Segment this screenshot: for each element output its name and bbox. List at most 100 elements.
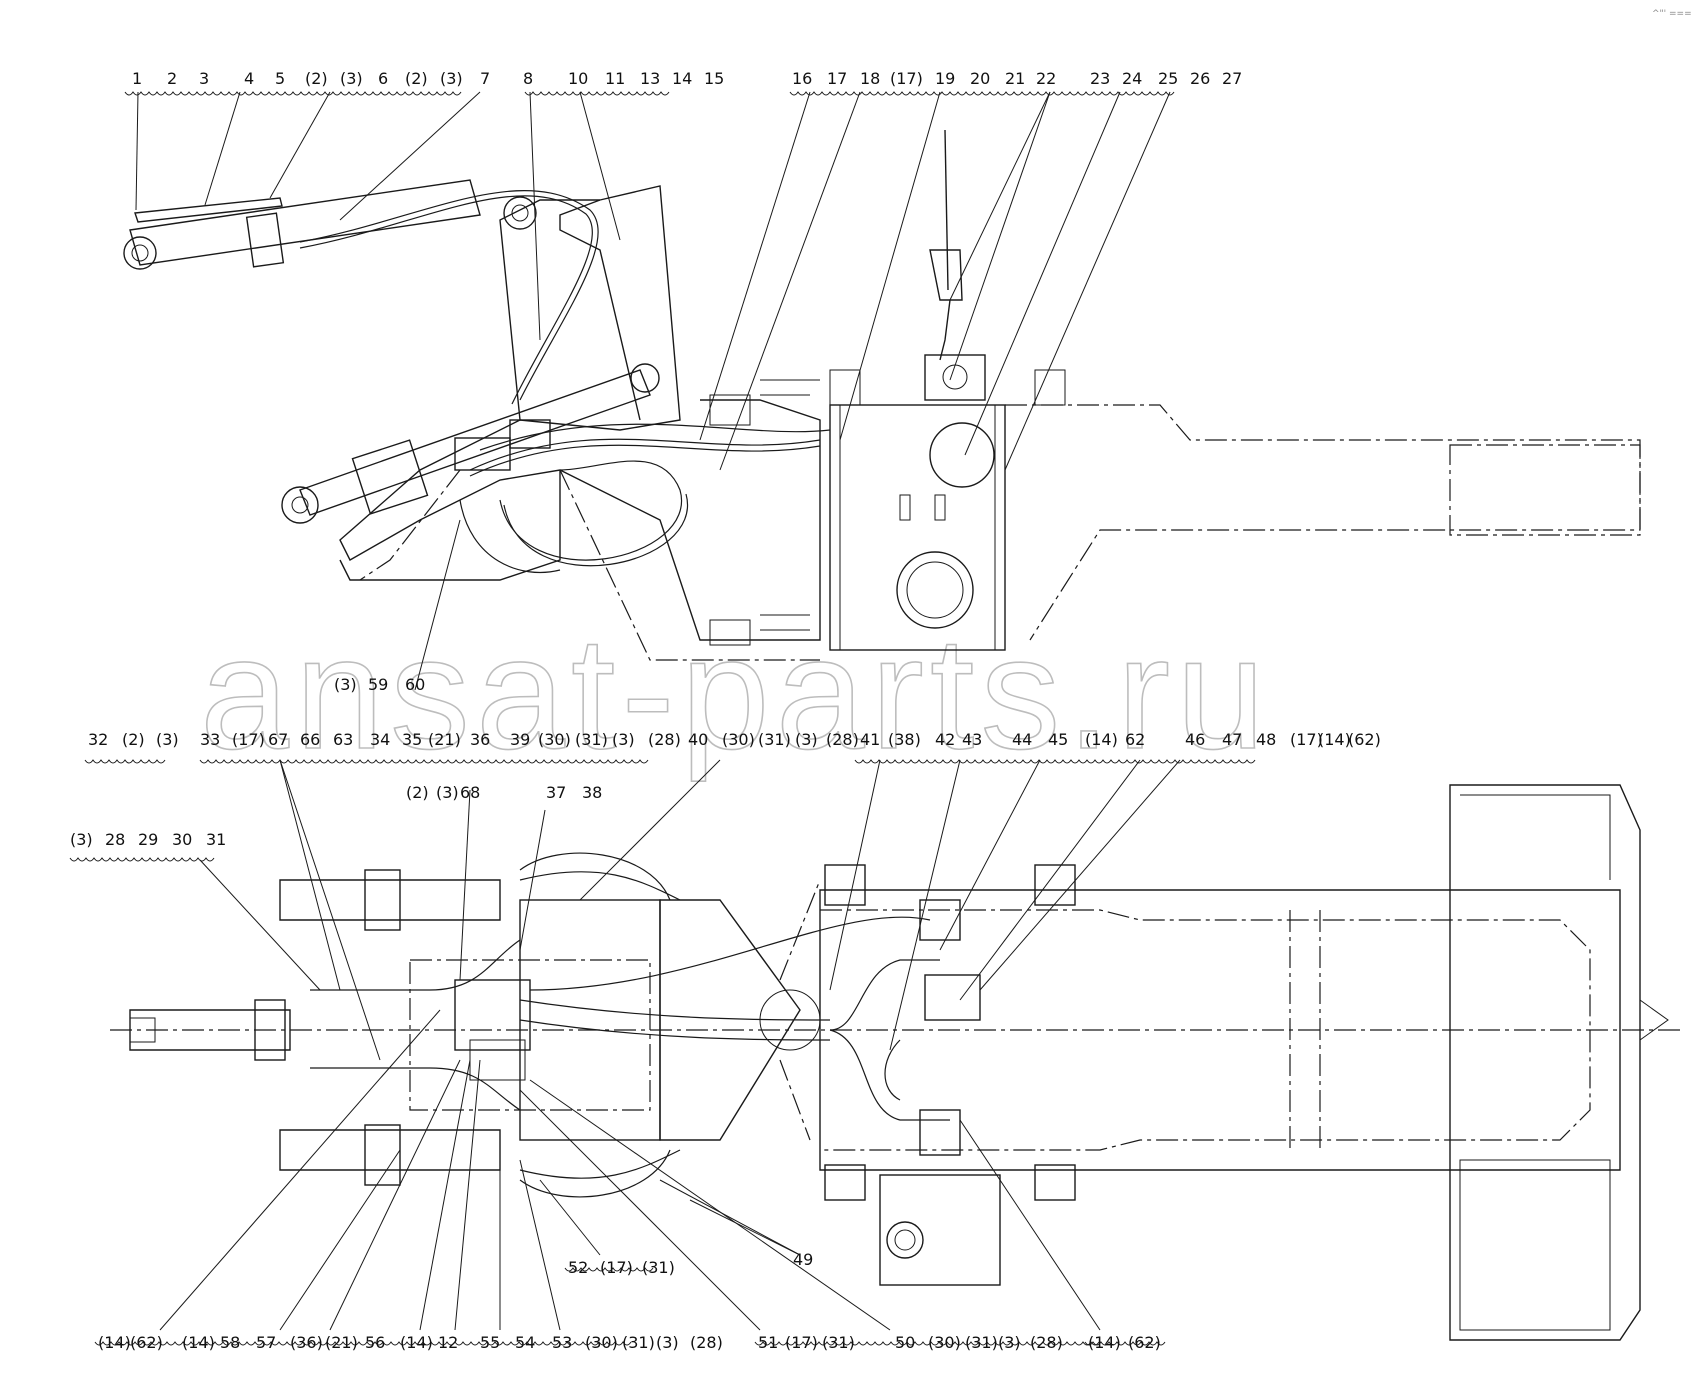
part-label: 56 bbox=[365, 1333, 385, 1352]
part-label: 12 bbox=[438, 1333, 458, 1352]
part-label: (28) bbox=[690, 1333, 723, 1352]
part-label: (31) bbox=[622, 1333, 655, 1352]
part-label: (3) bbox=[334, 675, 357, 694]
part-label: 33 bbox=[200, 730, 220, 749]
part-label: (3) bbox=[440, 69, 463, 88]
part-label: (17) bbox=[785, 1333, 818, 1352]
part-label: (31) bbox=[822, 1333, 855, 1352]
part-label: (62) bbox=[1348, 730, 1381, 749]
part-label: 67 bbox=[268, 730, 288, 749]
part-label: (3) bbox=[612, 730, 635, 749]
part-label: 66 bbox=[300, 730, 320, 749]
part-label: (2) bbox=[305, 69, 328, 88]
part-label: 24 bbox=[1122, 69, 1142, 88]
part-label: 39 bbox=[510, 730, 530, 749]
watermark-text: ansat-parts.ru bbox=[200, 603, 1271, 782]
part-label: 6 bbox=[378, 69, 388, 88]
part-label: (62) bbox=[130, 1333, 163, 1352]
part-label: 52 bbox=[568, 1258, 588, 1277]
part-label: 14 bbox=[672, 69, 692, 88]
part-label: 35 bbox=[402, 730, 422, 749]
part-label: 45 bbox=[1048, 730, 1068, 749]
part-label: 25 bbox=[1158, 69, 1178, 88]
part-label: 42 bbox=[935, 730, 955, 749]
part-label: 31 bbox=[206, 830, 226, 849]
part-label: 68 bbox=[460, 783, 480, 802]
part-label: (28) bbox=[1030, 1333, 1063, 1352]
part-label: (38) bbox=[888, 730, 921, 749]
part-label: 13 bbox=[640, 69, 660, 88]
part-label: (2) bbox=[406, 783, 429, 802]
side-view-drawing bbox=[123, 129, 1641, 661]
part-label: 51 bbox=[758, 1333, 778, 1352]
part-label: 18 bbox=[860, 69, 880, 88]
part-label: 48 bbox=[1256, 730, 1276, 749]
part-label: 11 bbox=[605, 69, 625, 88]
part-label: 43 bbox=[962, 730, 982, 749]
part-label: 46 bbox=[1185, 730, 1205, 749]
part-label: (3) bbox=[436, 783, 459, 802]
part-label: (3) bbox=[998, 1333, 1021, 1352]
part-label: 16 bbox=[792, 69, 812, 88]
part-label: (31) bbox=[965, 1333, 998, 1352]
part-label: (21) bbox=[428, 730, 461, 749]
part-label: (30) bbox=[722, 730, 755, 749]
part-label: (14) bbox=[1085, 730, 1118, 749]
part-label: (14) bbox=[182, 1333, 215, 1352]
part-label: 50 bbox=[895, 1333, 915, 1352]
label-row-68: (2) (3)68 bbox=[406, 783, 480, 802]
part-label: 20 bbox=[970, 69, 990, 88]
part-label: 59 bbox=[368, 675, 388, 694]
part-label: 54 bbox=[515, 1333, 535, 1352]
part-label: 41 bbox=[860, 730, 880, 749]
part-label: (17) bbox=[1290, 730, 1323, 749]
part-label: (31) bbox=[575, 730, 608, 749]
part-label: 63 bbox=[333, 730, 353, 749]
part-label: (30) bbox=[538, 730, 571, 749]
part-label: (17) bbox=[890, 69, 923, 88]
part-label: (17) bbox=[600, 1258, 633, 1277]
part-label: 58 bbox=[220, 1333, 240, 1352]
plan-view-drawing bbox=[110, 784, 1680, 1341]
part-label: 26 bbox=[1190, 69, 1210, 88]
part-label: 44 bbox=[1012, 730, 1032, 749]
part-label: 3 bbox=[199, 69, 209, 88]
part-label: 37 bbox=[546, 783, 566, 802]
part-label: (30) bbox=[928, 1333, 961, 1352]
part-label: (30) bbox=[585, 1333, 618, 1352]
part-label: 28 bbox=[105, 830, 125, 849]
part-label: 29 bbox=[138, 830, 158, 849]
part-label: (3) bbox=[795, 730, 818, 749]
part-label: 34 bbox=[370, 730, 390, 749]
part-label: 8 bbox=[523, 69, 533, 88]
part-label: 21 bbox=[1005, 69, 1025, 88]
part-label: 7 bbox=[480, 69, 490, 88]
part-label: 17 bbox=[827, 69, 847, 88]
part-label: 55 bbox=[480, 1333, 500, 1352]
part-label: 32 bbox=[88, 730, 108, 749]
corner-mark: ^"' === bbox=[1652, 9, 1692, 19]
part-label: (14) bbox=[1318, 730, 1351, 749]
label-braces bbox=[69, 91, 1256, 1346]
left-label-row: (3) 28 29 30 31 bbox=[70, 830, 226, 849]
part-label: 57 bbox=[256, 1333, 276, 1352]
part-label: (62) bbox=[1128, 1333, 1161, 1352]
part-label: 36 bbox=[470, 730, 490, 749]
part-label: 22 bbox=[1036, 69, 1056, 88]
part-label: 27 bbox=[1222, 69, 1242, 88]
label-row-52: 52(17)(31) bbox=[568, 1258, 675, 1277]
part-label: 30 bbox=[172, 830, 192, 849]
part-label: (3) bbox=[70, 830, 93, 849]
part-label: 10 bbox=[568, 69, 588, 88]
part-label: (28) bbox=[826, 730, 859, 749]
part-label: (14) bbox=[400, 1333, 433, 1352]
part-label: (36) bbox=[290, 1333, 323, 1352]
part-label: 1 bbox=[132, 69, 142, 88]
part-label: (14) bbox=[1088, 1333, 1121, 1352]
